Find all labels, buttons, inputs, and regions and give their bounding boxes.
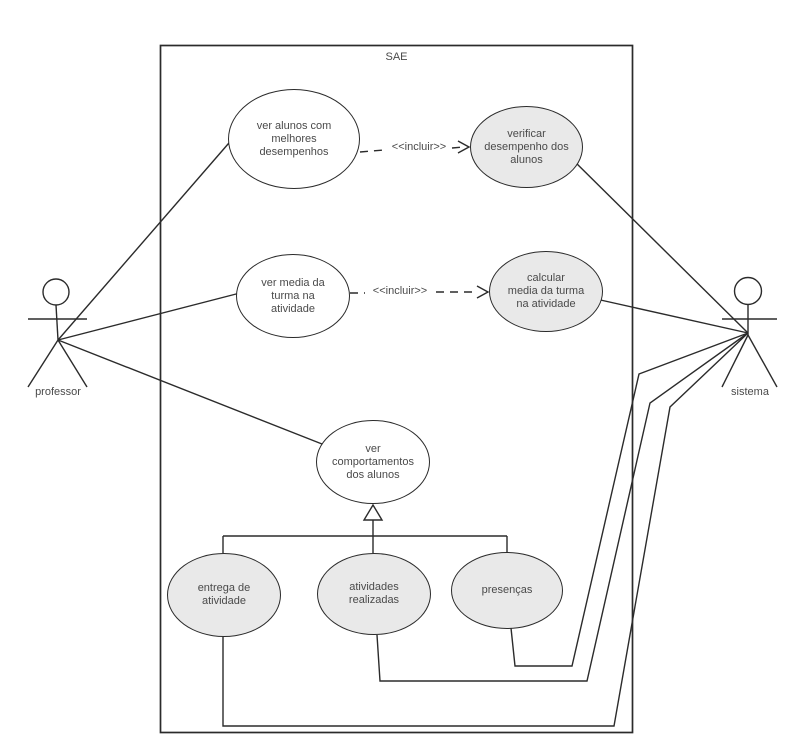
include-arrow-2-arrowhead-icon bbox=[476, 285, 490, 299]
include-1-stereotype-label: <<incluir>> bbox=[391, 141, 447, 153]
association-sistema-presencas bbox=[510, 332, 749, 667]
generalization-tree bbox=[222, 503, 508, 553]
association-sistema-entrega-atividade bbox=[222, 332, 749, 727]
professor-left-leg bbox=[27, 339, 59, 388]
association-sistema-calcular-media bbox=[595, 298, 749, 334]
sistema-actor-label: sistema bbox=[731, 386, 769, 398]
association-professor-ver-comportamentos bbox=[57, 339, 323, 445]
association-sistema-verificar-desempenho bbox=[569, 156, 749, 334]
use-case-calcular-media-turma: calcular media da turma na atividade bbox=[489, 251, 603, 332]
use-case-atividades-realizadas: atividades realizadas bbox=[317, 553, 431, 635]
include-arrow-1-dash-right bbox=[451, 146, 465, 149]
include-arrow-1-dash-left bbox=[359, 149, 385, 153]
use-case-ver-media-turma: ver media da turma na atividade bbox=[236, 254, 350, 338]
sistema-actor-icon bbox=[721, 276, 778, 388]
generalization-triangle-icon bbox=[362, 503, 384, 521]
professor-right-leg bbox=[57, 339, 88, 388]
include-arrow-1-arrowhead-icon bbox=[457, 140, 471, 154]
sistema-left-leg bbox=[721, 334, 749, 388]
professor-body bbox=[55, 304, 59, 341]
use-case-presencas: presenças bbox=[451, 552, 563, 629]
professor-head bbox=[42, 278, 70, 306]
use-case-ver-alunos-melhores: ver alunos com melhores desempenhos bbox=[228, 89, 360, 189]
association-professor-ver-media bbox=[57, 292, 241, 341]
include-arrow-1 bbox=[359, 140, 471, 154]
association-professor-ver-alunos bbox=[57, 135, 236, 341]
system-boundary bbox=[159, 44, 634, 734]
include-arrow-2 bbox=[350, 285, 490, 299]
association-sistema-atividades-realizadas bbox=[376, 332, 749, 682]
sistema-head bbox=[733, 276, 763, 306]
system-title: SAE bbox=[385, 51, 408, 63]
use-case-verificar-desempenho: verificar desempenho dos alunos bbox=[470, 106, 583, 188]
sistema-right-leg bbox=[747, 334, 778, 388]
include-2-stereotype-label: <<incluir>> bbox=[372, 285, 428, 297]
professor-actor-label: professor bbox=[35, 386, 81, 398]
use-case-ver-comportamentos: ver comportamentos dos alunos bbox=[316, 420, 430, 504]
professor-actor-icon bbox=[27, 278, 88, 388]
use-case-entrega-atividade: entrega de atividade bbox=[167, 553, 281, 637]
